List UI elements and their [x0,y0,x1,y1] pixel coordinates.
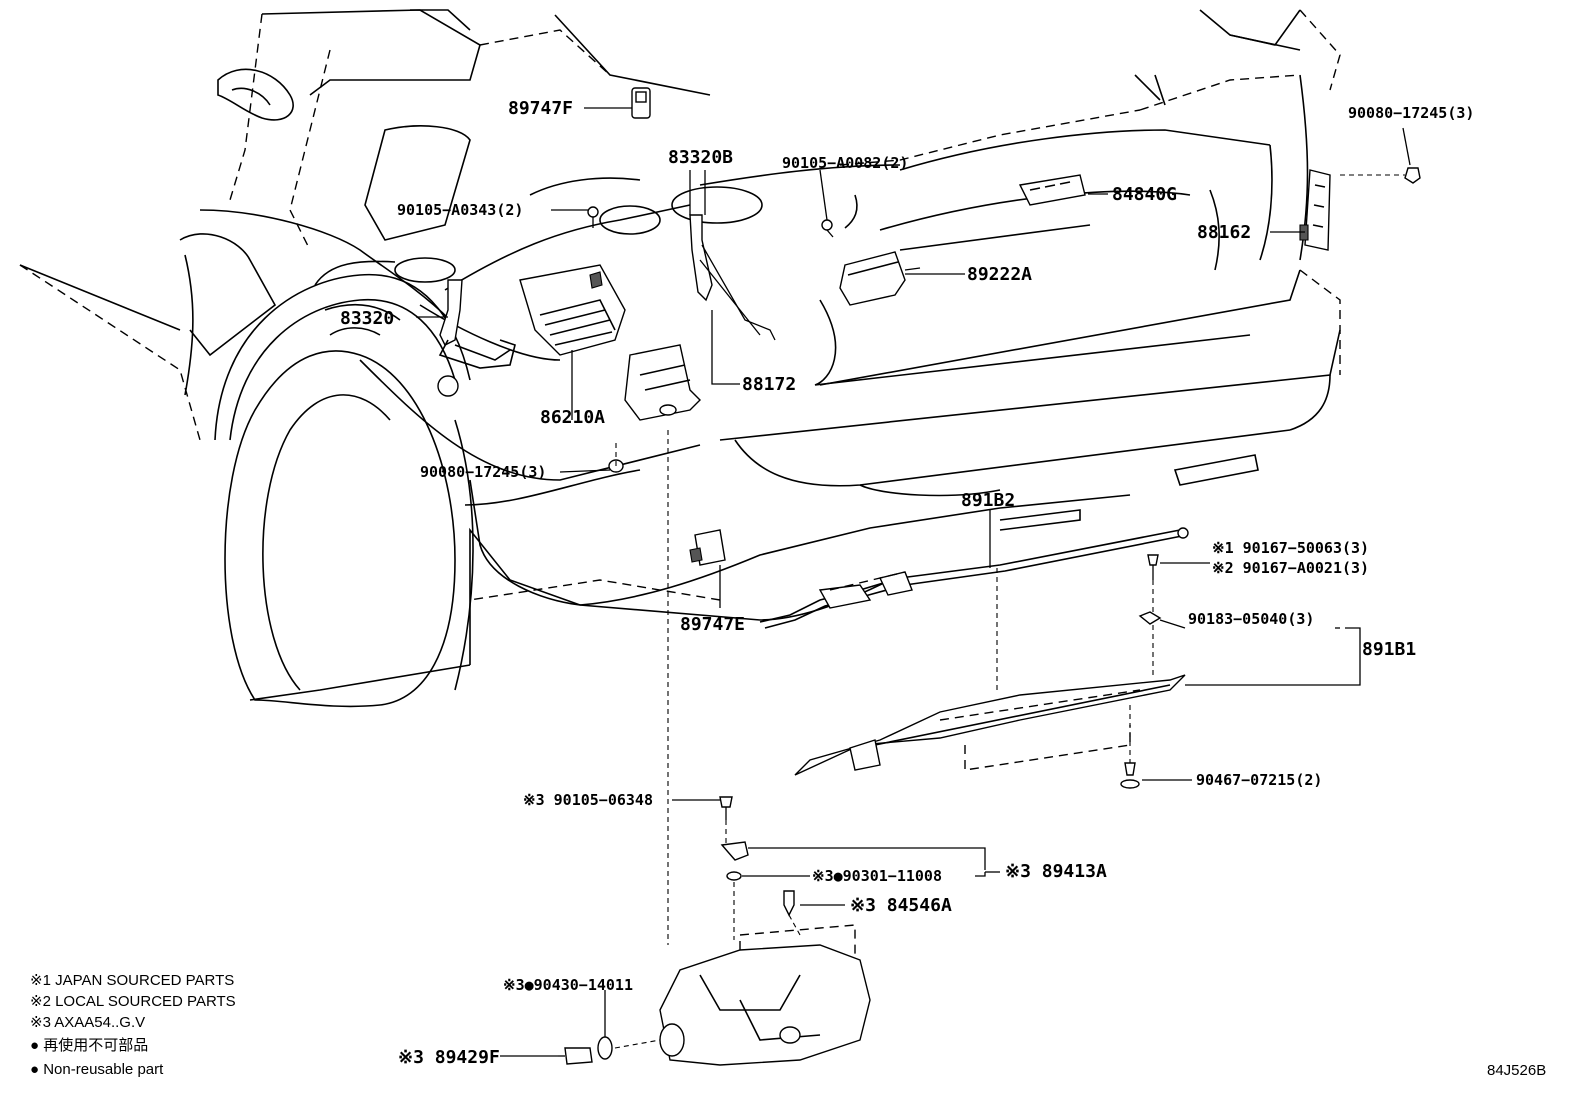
vehicle-body-outline [19,9,1341,708]
leader-lines [416,107,1411,1057]
label-89747E: 89747E [680,614,745,635]
legend-note-1: ※1 JAPAN SOURCED PARTS [30,972,234,989]
label-90430-14011: ※3●90430−14011 [503,976,633,994]
legend-note-5: ● Non-reusable part [30,1061,164,1078]
label-90105-A0343: 90105−A0343(2) [397,201,523,219]
sensor-89429F-icon [558,1047,593,1065]
label-86210A: 86210A [540,407,605,428]
part-labels: 89747F 83320B 90105−A0082(2) 90080−17245… [340,98,1474,1068]
label-89413A: ※3 89413A [1005,861,1107,882]
sensor-89747E-icon [689,529,726,566]
module-89222A-icon [839,251,921,306]
diagram-code: 84J526B [1487,1062,1546,1079]
transmission-assembly-icon [659,924,871,1066]
harness-891B2-icon [759,527,1189,629]
label-83320B: 83320B [668,147,733,168]
label-891B2: 891B2 [961,490,1015,511]
legend-note-2: ※2 LOCAL SOURCED PARTS [30,993,236,1010]
bracket-891B1-icon [794,674,1186,776]
label-90105-06348: ※3 90105−06348 [523,791,653,809]
legend-note-3: ※3 AXAA54..G.V [30,1014,145,1031]
label-891B1: 891B1 [1362,639,1416,660]
label-84546A: ※3 84546A [850,895,952,916]
switch-84840G-icon [1018,174,1086,206]
label-90080-17245-left: 90080−17245(3) [420,463,546,481]
bracket-88162-icon [1299,169,1331,251]
label-88162: 88162 [1197,222,1251,243]
label-90167-A0021: ※2 90167−A0021(3) [1212,559,1369,577]
label-90467-07215: 90467−07215(2) [1196,771,1322,789]
bracket-89413A-icon [720,841,749,861]
sensor-83320B-icon [689,214,776,341]
label-90105-A0082: 90105−A0082(2) [782,154,908,172]
label-90183-05040: 90183−05040(3) [1188,610,1314,628]
harness-83320-icon [437,279,516,397]
label-89429F: ※3 89429F [398,1047,500,1068]
sensor-89747F-icon [631,87,651,119]
label-90080-17245-top: 90080−17245(3) [1348,104,1474,122]
label-88172: 88172 [742,374,796,395]
label-83320: 83320 [340,308,394,329]
module-86210A-icon [519,264,626,356]
label-89222A: 89222A [967,264,1032,285]
label-84840G: 84840G [1112,184,1177,205]
label-90301-11008: ※3●90301−11008 [812,867,942,885]
label-89747F: 89747F [508,98,573,119]
legend-note-4: ● 再使用不可部品 [30,1037,148,1054]
legend: ※1 JAPAN SOURCED PARTS ※2 LOCAL SOURCED … [30,972,236,1078]
fastener-icons [587,167,1421,1060]
label-90167-50063: ※1 90167−50063(3) [1212,539,1369,557]
unit-88172-icon [624,344,701,421]
